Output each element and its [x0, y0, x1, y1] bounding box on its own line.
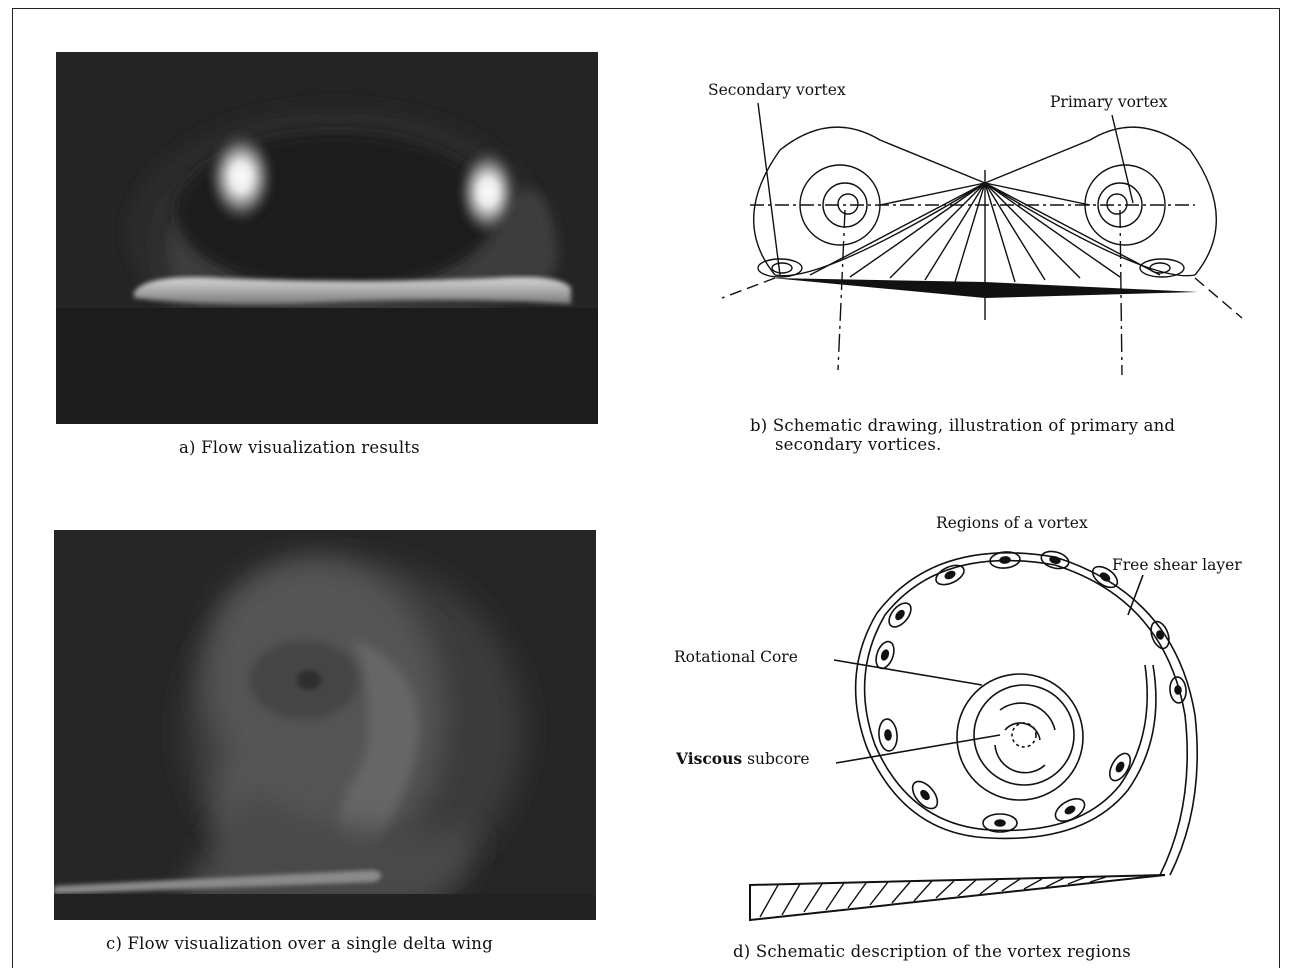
photo-flow-visualization-c — [54, 530, 596, 920]
label-rotational-core: Rotational Core — [674, 648, 798, 666]
label-primary-vortex: Primary vortex — [1050, 93, 1168, 111]
title-regions-of-vortex: Regions of a vortex — [936, 514, 1088, 532]
label-free-shear-layer: Free shear layer — [1112, 556, 1242, 574]
caption-c: c) Flow visualization over a single delt… — [106, 934, 493, 953]
diagram-primary-secondary-vortices: Secondary vortex Primary vortex — [680, 70, 1270, 390]
label-viscous-subcore: Viscous subcore — [675, 749, 810, 768]
diagram-vortex-regions: Regions of a vortex Free shear layer Rot… — [660, 505, 1270, 925]
caption-b-line2: secondary vortices. — [775, 435, 941, 454]
photo-flow-visualization-a — [56, 52, 598, 424]
caption-a: a) Flow visualization results — [179, 438, 420, 457]
caption-d: d) Schematic description of the vortex r… — [733, 942, 1131, 961]
caption-b-line1: b) Schematic drawing, illustration of pr… — [750, 416, 1175, 435]
label-secondary-vortex: Secondary vortex — [708, 81, 846, 99]
